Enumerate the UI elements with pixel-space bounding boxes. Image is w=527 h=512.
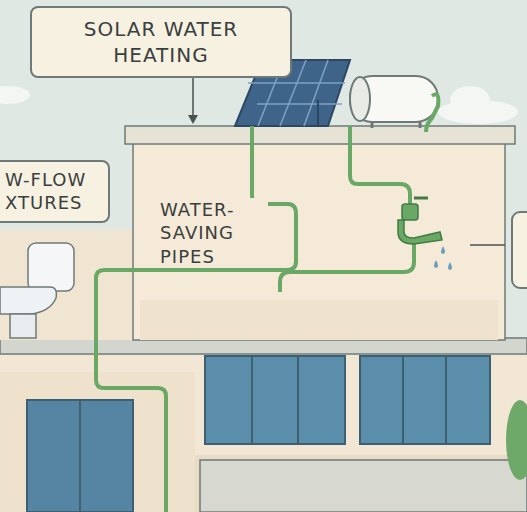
lower-building	[195, 455, 527, 512]
upper-building	[133, 140, 505, 340]
toilet	[0, 287, 56, 314]
lower-building	[251, 356, 253, 444]
callout-arrow	[188, 115, 198, 124]
water-drops	[434, 260, 438, 268]
water-pipes	[96, 94, 438, 512]
lower-building	[0, 340, 527, 512]
water-tank	[350, 77, 370, 121]
lower-building	[79, 400, 81, 512]
upper-building	[0, 230, 135, 340]
lower-building	[360, 356, 490, 444]
lower-building	[27, 400, 133, 512]
upper-building	[140, 300, 498, 340]
callout-arrow	[188, 78, 198, 124]
upper-building	[0, 126, 515, 340]
water-drops	[448, 262, 452, 270]
water-drops	[441, 246, 445, 254]
callout-box: SOLAR WATER HEATING	[30, 6, 292, 78]
right-callout	[470, 244, 505, 246]
faucet	[398, 198, 442, 244]
right-callout	[470, 212, 527, 288]
solar-panel	[317, 100, 319, 126]
faucet	[402, 204, 418, 220]
toilet	[28, 243, 74, 291]
faucet	[398, 220, 442, 244]
water-pipes	[350, 126, 410, 206]
upper-building	[125, 126, 515, 144]
lower-building	[0, 338, 527, 512]
water-pipes	[280, 240, 414, 292]
lower-building	[445, 356, 447, 444]
callout-text: SOLAR WATER HEATING	[42, 16, 280, 68]
water-tank	[371, 122, 374, 128]
water-tank	[350, 76, 438, 128]
water-pipes	[426, 94, 438, 132]
callout-arrow	[192, 78, 194, 118]
lower-building	[402, 356, 404, 444]
toilet	[0, 243, 74, 338]
lower-building	[200, 460, 527, 512]
callout-text: W-FLOW XTURES	[5, 168, 100, 215]
water-tank	[419, 122, 422, 128]
clouds	[450, 86, 490, 114]
callout-box: W-FLOW XTURES	[0, 160, 110, 223]
water-pipes	[96, 126, 296, 512]
faucet	[414, 197, 428, 200]
lower-building	[297, 356, 299, 444]
right-callout	[512, 212, 527, 288]
water-drops	[434, 246, 452, 270]
toilet	[10, 314, 36, 338]
clouds	[0, 86, 30, 104]
lower-building	[506, 400, 527, 480]
solar-panel	[257, 103, 342, 105]
water-tank	[350, 76, 438, 122]
pipe-label: WATER- SAVING PIPES	[160, 198, 268, 268]
solar-panel	[304, 60, 328, 126]
lower-building	[205, 356, 345, 444]
